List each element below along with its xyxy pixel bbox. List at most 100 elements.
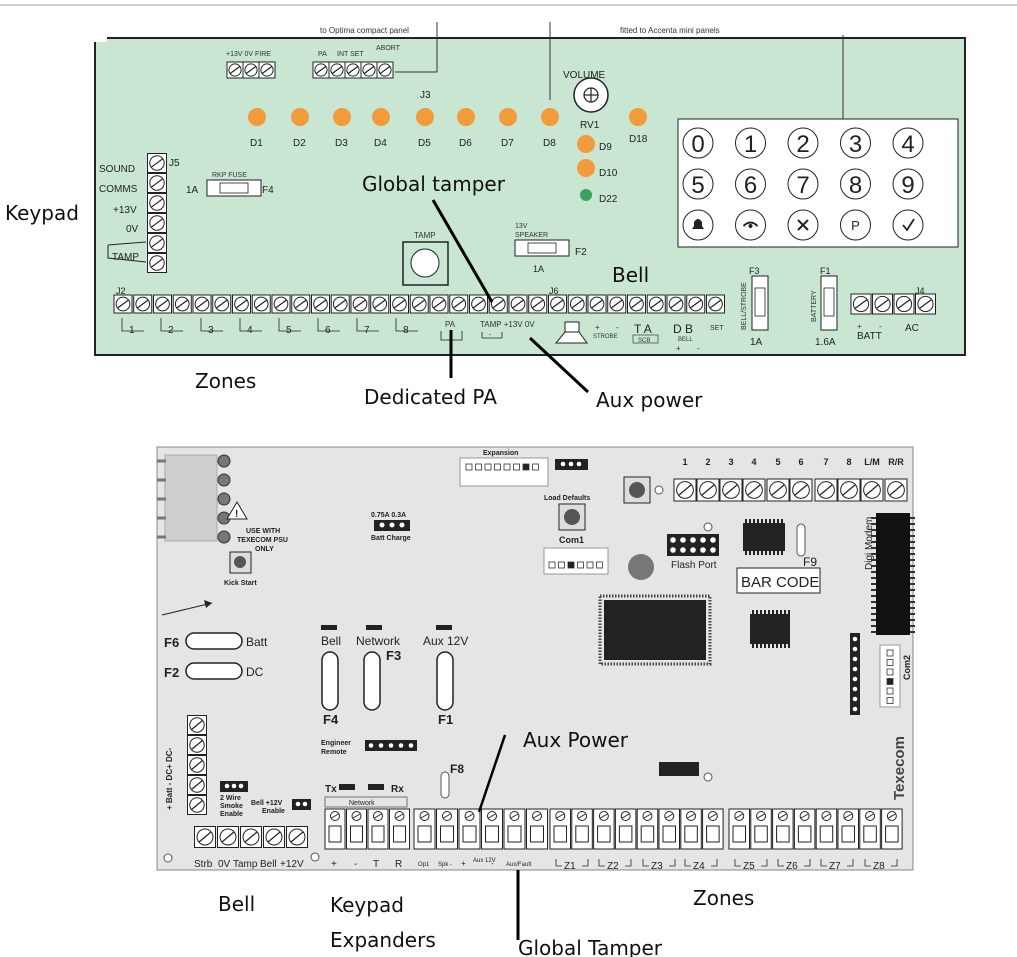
term-b-screw-2[interactable] [328, 61, 346, 79]
top-term-3[interactable] [719, 478, 743, 502]
zone-a-term-2[interactable] [571, 808, 593, 850]
main-screw-9[interactable] [271, 294, 291, 314]
term-b-screw-4[interactable] [360, 61, 378, 79]
main-screw-5[interactable] [192, 294, 212, 314]
bell-screw-4[interactable] [263, 826, 285, 848]
main-screw-13[interactable] [350, 294, 370, 314]
op-term-5[interactable] [503, 808, 526, 850]
op-term-6[interactable] [526, 808, 548, 850]
top-term-1[interactable] [673, 478, 697, 502]
main-screw-22[interactable] [528, 294, 548, 314]
net-term-2[interactable] [346, 808, 367, 850]
zone-a-term-3[interactable] [593, 808, 615, 850]
top-term-6[interactable] [789, 478, 813, 502]
op-term-2[interactable] [436, 808, 458, 850]
term-b-screw-3[interactable] [344, 61, 362, 79]
top-term-7[interactable] [814, 478, 838, 502]
main-screw-28[interactable] [646, 294, 666, 314]
main-screw-27[interactable] [627, 294, 646, 314]
zone-a-term-8[interactable] [702, 808, 724, 850]
op-term-1[interactable] [413, 808, 436, 850]
net-term-1[interactable] [324, 808, 346, 850]
bell-screw-2[interactable] [217, 826, 239, 848]
main-screw-26[interactable] [607, 294, 627, 314]
main-screw-11[interactable] [311, 294, 330, 314]
key-0[interactable]: 0 [682, 127, 714, 159]
top-term-9[interactable] [860, 478, 884, 502]
key-phone-icon[interactable] [735, 209, 766, 241]
main-screw-7[interactable] [232, 294, 251, 314]
j5-screw-1[interactable] [147, 153, 167, 173]
zone-b-term-2[interactable] [750, 808, 772, 850]
zone-a-term-1[interactable] [549, 808, 571, 850]
j5-screw-6[interactable] [147, 253, 167, 273]
j4-screw-4[interactable] [915, 293, 936, 315]
top-term-5[interactable] [766, 478, 790, 502]
zone-b-term-1[interactable] [728, 808, 750, 850]
bell-screw-5[interactable] [286, 826, 308, 848]
main-screw-2[interactable] [133, 294, 153, 314]
main-screw-21[interactable] [508, 294, 528, 314]
zone-b-term-8[interactable] [881, 808, 903, 850]
bell-12v-jumper[interactable] [292, 799, 311, 810]
top-term-8[interactable] [837, 478, 861, 502]
top-term-4[interactable] [742, 478, 766, 502]
zone-a-term-5[interactable] [636, 808, 659, 850]
term-b-screw-5[interactable] [376, 61, 394, 79]
op-term-3[interactable] [458, 808, 481, 850]
key-1[interactable]: 1 [735, 127, 766, 159]
main-screw-8[interactable] [251, 294, 271, 314]
main-screw-12[interactable] [330, 294, 350, 314]
main-screw-4[interactable] [172, 294, 192, 314]
key-bell-icon[interactable] [682, 209, 714, 241]
main-screw-23[interactable] [548, 294, 567, 314]
key-2[interactable]: 2 [787, 127, 819, 159]
key-cancel-icon[interactable] [787, 209, 819, 241]
flash-port[interactable] [667, 534, 719, 556]
j5-screw-4[interactable] [147, 213, 167, 233]
main-screw-14[interactable] [370, 294, 390, 314]
side-screw-4[interactable] [187, 775, 207, 795]
j5-screw-3[interactable] [147, 193, 167, 213]
zone-b-term-4[interactable] [793, 808, 816, 850]
zone-a-term-6[interactable] [658, 808, 680, 850]
main-screw-24[interactable] [567, 294, 587, 314]
zone-b-term-7[interactable] [859, 808, 881, 850]
zone-a-term-4[interactable] [614, 808, 637, 850]
term-a-screw-2[interactable] [242, 61, 260, 79]
key-4[interactable]: 4 [892, 127, 924, 159]
zone-b-term-3[interactable] [772, 808, 794, 850]
main-screw-10[interactable] [291, 294, 311, 314]
main-screw-19[interactable] [469, 294, 488, 314]
main-screw-20[interactable] [488, 294, 508, 314]
key-p[interactable]: P [840, 209, 871, 241]
top-term-10[interactable] [884, 478, 908, 502]
key-check-icon[interactable] [892, 209, 924, 241]
net-term-3[interactable] [367, 808, 389, 850]
main-screw-31[interactable] [706, 294, 725, 314]
key-8[interactable]: 8 [840, 168, 871, 200]
side-screw-5[interactable] [187, 795, 207, 815]
main-screw-29[interactable] [666, 294, 686, 314]
key-5[interactable]: 5 [682, 168, 714, 200]
main-screw-15[interactable] [390, 294, 409, 314]
bell-screw-3[interactable] [240, 826, 262, 848]
j4-screw-3[interactable] [893, 293, 915, 315]
key-9[interactable]: 9 [892, 168, 924, 200]
j4-screw-1[interactable] [850, 293, 872, 315]
key-6[interactable]: 6 [735, 168, 766, 200]
main-screw-6[interactable] [212, 294, 232, 314]
top-term-2[interactable] [696, 478, 720, 502]
side-screw-3[interactable] [187, 755, 207, 775]
main-screw-1[interactable] [113, 294, 133, 314]
main-screw-3[interactable] [153, 294, 172, 314]
main-screw-16[interactable] [409, 294, 429, 314]
term-a-screw-3[interactable] [258, 61, 276, 79]
net-term-4[interactable] [389, 808, 410, 850]
zone-a-term-7[interactable] [680, 808, 702, 850]
j5-screw-5[interactable] [147, 233, 167, 253]
main-screw-17[interactable] [429, 294, 449, 314]
main-screw-30[interactable] [686, 294, 706, 314]
key-7[interactable]: 7 [787, 168, 819, 200]
zone-b-term-6[interactable] [837, 808, 859, 850]
